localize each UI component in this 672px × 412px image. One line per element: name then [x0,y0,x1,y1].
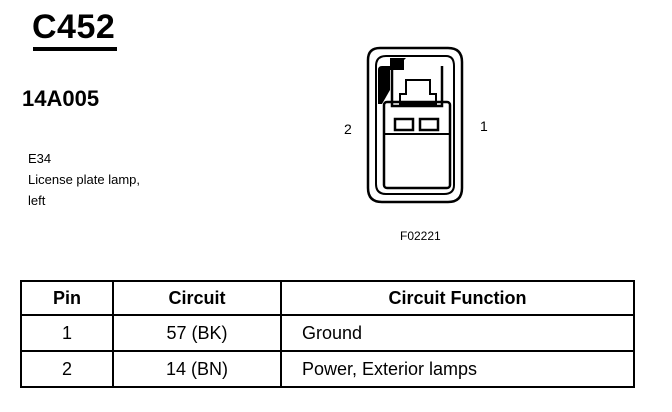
circuit-cell: 57 (BK) [112,314,282,352]
pin-1-label: 1 [480,118,488,134]
header-pin: Pin [20,280,114,316]
header-circuit: Circuit [112,280,282,316]
latch-outline [390,58,406,70]
table-row: 1 57 (BK) Ground [20,314,635,352]
connector-face-drawing: 2 1 F02221 [344,46,488,243]
pin-2-label: 2 [344,121,352,137]
terminal-cavity-1 [418,117,440,132]
connector-id-underline [33,47,117,51]
connector-id: C452 [32,8,116,46]
table-row: 2 14 (BN) Power, Exterior lamps [20,350,635,388]
function-cell: Ground [280,314,635,352]
terminal-block [382,100,452,190]
terminal-cavity-2 [393,117,415,132]
latch-head [399,79,437,105]
pin-table-header-row: Pin Circuit Circuit Function [20,280,635,316]
header-circuit-function: Circuit Function [280,280,635,316]
component-description-line2: left [28,193,46,208]
component-description-line1: License plate lamp, [28,172,141,187]
connector-housing-outer [366,46,464,204]
figure-code: F02221 [400,229,441,243]
circuit-cell: 14 (BN) [112,350,282,388]
latch-body [390,66,444,108]
part-number: 14A005 [22,86,100,111]
function-cell: Power, Exterior lamps [280,350,635,388]
pin-cell: 2 [20,350,114,388]
pin-table: Pin Circuit Circuit Function 1 57 (BK) G… [20,280,635,388]
component-code: E34 [28,151,52,166]
pin-cell: 1 [20,314,114,352]
latch-shoulder [378,66,390,104]
connector-housing-inner [375,55,455,195]
